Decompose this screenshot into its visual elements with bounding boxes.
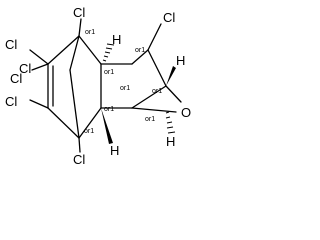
stereo-label: or1 — [152, 88, 162, 95]
chlorine-label: Cl — [5, 37, 17, 52]
bond-to-cl — [147, 23, 162, 51]
hydrogen-label: H — [166, 134, 175, 149]
stereo-label: or1 — [120, 85, 130, 92]
chlorine-label: Cl — [19, 61, 31, 76]
bond — [78, 107, 102, 139]
bond — [47, 107, 80, 139]
bond — [147, 49, 167, 87]
wedge-bond — [166, 66, 176, 86]
chlorine-label: Cl — [163, 10, 175, 25]
stereo-label: or1 — [85, 29, 95, 36]
stereo-label: or1 — [104, 106, 114, 113]
hashed-bond — [102, 43, 115, 62]
bond-to-cl — [29, 49, 49, 65]
bond-to-cl — [29, 99, 49, 109]
structure-drawing: Cl Cl Cl Cl Cl Cl Cl H H H H O or1 or1 o… — [5, 5, 191, 167]
bond-to-cl — [31, 63, 49, 71]
bond-lines — [29, 18, 182, 153]
hydrogen-label: H — [110, 143, 119, 158]
stereo-label: or1 — [135, 47, 145, 54]
bond — [47, 35, 80, 65]
bond — [78, 35, 102, 65]
molecule-structure: Cl Cl Cl Cl Cl Cl Cl H H H H O or1 or1 o… — [5, 5, 192, 167]
hashed-bond — [165, 111, 176, 134]
oxygen-label: O — [181, 105, 191, 120]
chlorine-label: Cl — [10, 71, 22, 86]
stereo-bonds — [101, 43, 176, 144]
epoxide-bond — [131, 107, 177, 113]
bond-to-cl — [78, 137, 81, 153]
hydrogen-label: H — [112, 32, 121, 47]
epoxide-bond — [165, 85, 182, 103]
bond-to-cl — [78, 18, 82, 37]
chlorine-label: Cl — [5, 94, 17, 109]
bridge-bond — [69, 69, 80, 139]
stereo-label: or1 — [104, 69, 114, 76]
hydrogen-label: H — [176, 53, 185, 68]
bridge-bond — [69, 35, 80, 71]
chlorine-label: Cl — [73, 5, 85, 20]
bond — [131, 85, 167, 109]
bond — [131, 49, 149, 65]
stereo-label: or1 — [84, 128, 94, 135]
chlorine-label: Cl — [73, 152, 85, 167]
stereo-label: or1 — [145, 116, 155, 123]
atom-labels: Cl Cl Cl Cl Cl Cl Cl H H H H O — [5, 5, 191, 167]
stereo-descriptors: or1 or1 or1 or1 or1 or1 or1 or1 — [84, 29, 162, 135]
wedge-bond — [101, 108, 113, 144]
